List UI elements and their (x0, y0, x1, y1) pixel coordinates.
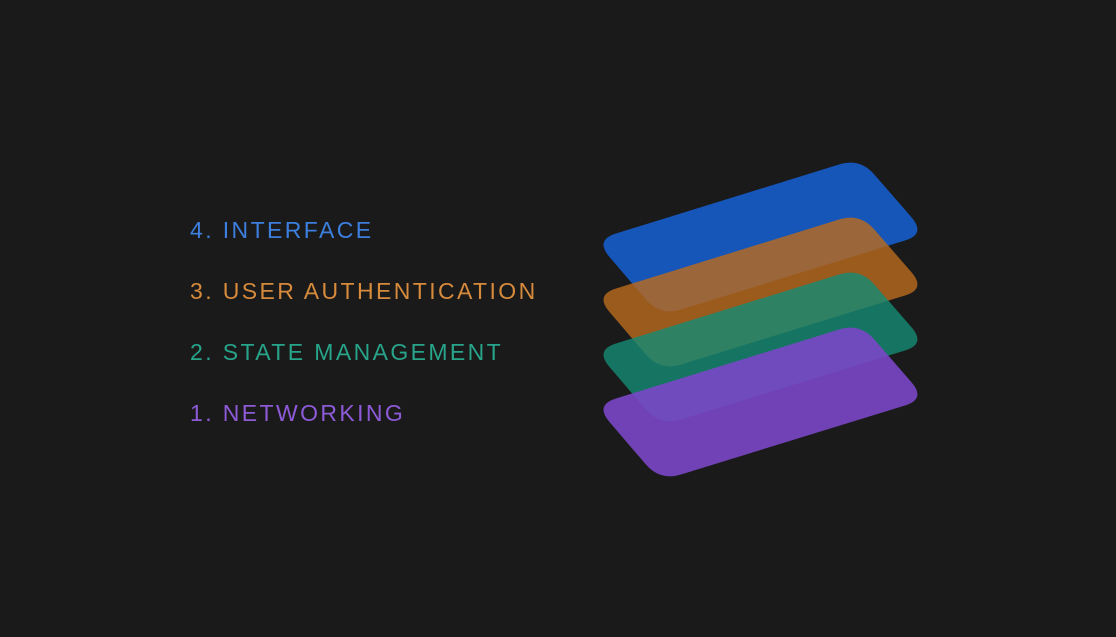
layer-stack-illustration (603, 162, 918, 477)
layer-label-networking: 1. NETWORKING (190, 400, 406, 426)
layer-label-user-authentication: 3. USER AUTHENTICATION (190, 278, 538, 304)
layer-label-state-management: 2. STATE MANAGEMENT (190, 339, 504, 365)
layer-label-interface: 4. INTERFACE (190, 217, 374, 243)
networking-plate (603, 327, 918, 477)
layer-legend: 4. INTERFACE 3. USER AUTHENTICATION 2. S… (190, 213, 538, 457)
